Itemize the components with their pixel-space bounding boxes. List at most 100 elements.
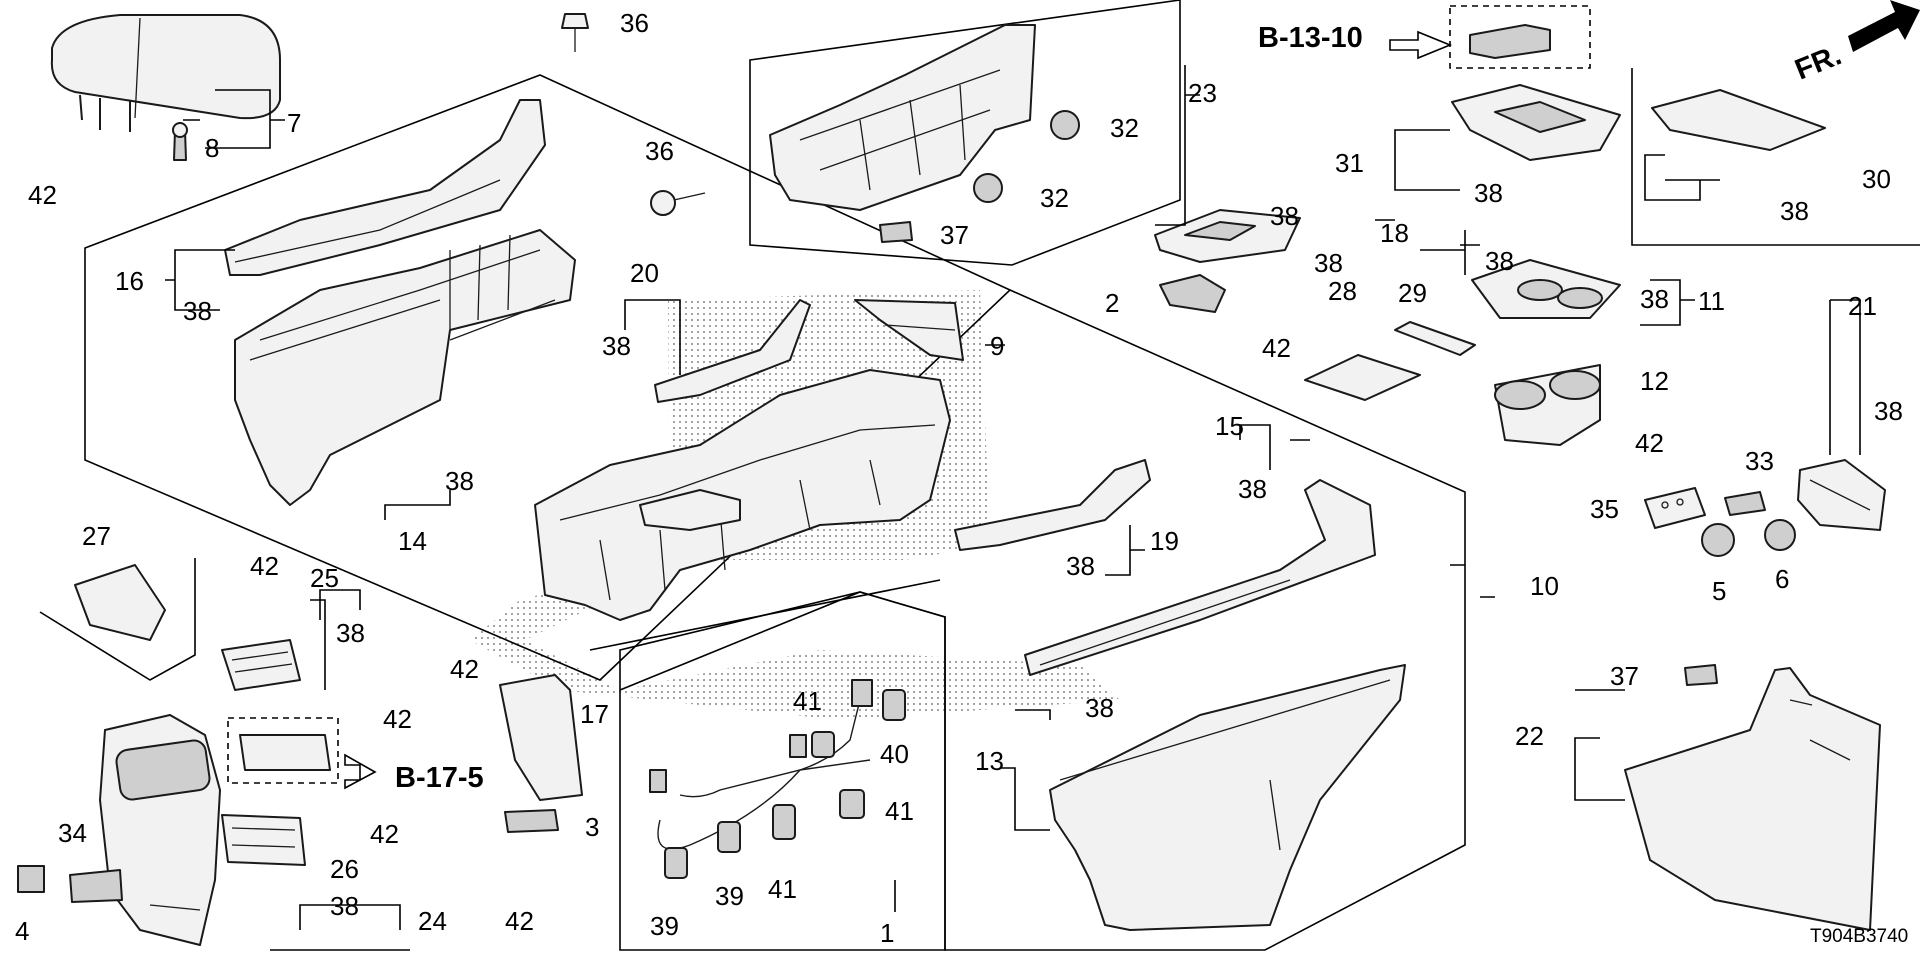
callout-4: 4 (15, 916, 29, 946)
callout-24: 24 (418, 906, 447, 936)
cover-27 (74, 564, 166, 641)
callout-42: 42 (383, 704, 412, 734)
callout-39: 39 (650, 911, 679, 941)
panel-23-cover (769, 24, 1036, 211)
trim-22 (1624, 667, 1881, 931)
callout-13: 13 (975, 746, 1004, 776)
arrow-b17 (344, 753, 377, 790)
callout-38: 38 (445, 466, 474, 496)
callout-38: 38 (1874, 396, 1903, 426)
callout-42: 42 (370, 819, 399, 849)
rear-panel-24 (99, 714, 221, 946)
callout-31: 31 (1335, 148, 1364, 178)
callout-38: 38 (336, 618, 365, 648)
bracket-19 (954, 459, 1151, 551)
callout-32: 32 (1110, 113, 1139, 143)
callout-32: 32 (1040, 183, 1069, 213)
ref-label-b17[interactable]: B-17-5 (395, 762, 484, 794)
callout-12: 12 (1640, 366, 1669, 396)
callout-38: 38 (1780, 196, 1809, 226)
mat-29 (1394, 321, 1476, 356)
callout-41: 41 (768, 874, 797, 904)
callout-39: 39 (715, 881, 744, 911)
callout-22: 22 (1515, 721, 1544, 751)
leader-lines (165, 65, 1861, 930)
group-outline-wiring (619, 591, 946, 951)
callout-16: 16 (115, 266, 144, 296)
callout-42: 42 (28, 180, 57, 210)
callout-38: 38 (1485, 246, 1514, 276)
callout-8: 8 (205, 133, 219, 163)
callout-15: 15 (1215, 411, 1244, 441)
side-panel-13 (1049, 664, 1406, 931)
callout-18: 18 (1380, 218, 1409, 248)
arrow-b13 (1389, 30, 1453, 60)
callout-38: 38 (602, 331, 631, 361)
callout-2: 2 (1105, 288, 1119, 318)
callout-30: 30 (1862, 164, 1891, 194)
mat-28 (1304, 354, 1421, 401)
callout-14: 14 (398, 526, 427, 556)
switch-34 (69, 869, 123, 903)
bracket-21 (1797, 459, 1886, 531)
socket-6 (1764, 519, 1796, 551)
module-b13 (1469, 24, 1551, 59)
callout-35: 35 (1590, 494, 1619, 524)
bracket-9 (854, 299, 964, 361)
callout-1: 1 (880, 918, 894, 948)
ref-label-b13[interactable]: B-13-10 (1258, 22, 1363, 54)
group-outline-30 (1631, 68, 1920, 246)
panel-18 (1154, 209, 1301, 263)
callout-6: 6 (1775, 564, 1789, 594)
callout-38: 38 (1085, 693, 1114, 723)
side-panel-lower-left (234, 229, 576, 506)
callout-38: 38 (1238, 474, 1267, 504)
callout-17: 17 (580, 699, 609, 729)
bracket-20 (654, 299, 811, 403)
group-outline-23 (749, 0, 1181, 266)
callout-25: 25 (310, 563, 339, 593)
callout-38: 38 (1314, 248, 1343, 278)
socket-5 (1701, 523, 1735, 557)
callout-21: 21 (1848, 291, 1877, 321)
tray-30 (1651, 89, 1826, 151)
dashed-box-b17 (227, 717, 339, 784)
vent-26 (221, 814, 306, 866)
callout-42: 42 (1262, 333, 1291, 363)
callout-10: 10 (1530, 571, 1559, 601)
callout-23: 23 (1188, 78, 1217, 108)
callout-20: 20 (630, 258, 659, 288)
callout-5: 5 (1712, 576, 1726, 606)
side-panel-upper-left (224, 99, 546, 276)
callout-33: 33 (1745, 446, 1774, 476)
armrest-lid (50, 14, 281, 132)
side-trim-15 (1024, 479, 1376, 676)
wire-harness-1 (649, 679, 873, 850)
callout-41: 41 (885, 796, 914, 826)
callout-26: 26 (330, 854, 359, 884)
callout-37: 37 (1610, 661, 1639, 691)
callout-11: 11 (1698, 286, 1725, 316)
callout-29: 29 (1398, 278, 1427, 308)
dashed-box-b13 (1449, 5, 1591, 69)
callout-38: 38 (1640, 284, 1669, 314)
callout-27: 27 (82, 521, 111, 551)
callout-37: 37 (940, 220, 969, 250)
drawing-code: T904B3740 (1810, 926, 1908, 947)
callout-42: 42 (250, 551, 279, 581)
clip-8 (172, 122, 188, 161)
callout-38: 38 (183, 296, 212, 326)
callout-42: 42 (1635, 428, 1664, 458)
bolt-36-top (561, 13, 589, 52)
port-cover-b17 (239, 734, 331, 771)
trim-31 (1451, 84, 1621, 161)
tray-11 (1471, 259, 1621, 319)
group-outline-27 (39, 558, 196, 681)
callout-38: 38 (330, 891, 359, 921)
callout-40: 40 (880, 739, 909, 769)
callout-38: 38 (1270, 201, 1299, 231)
connectors (664, 689, 906, 879)
bolt-36-mid (650, 190, 706, 216)
clip-37-upper (879, 221, 913, 243)
